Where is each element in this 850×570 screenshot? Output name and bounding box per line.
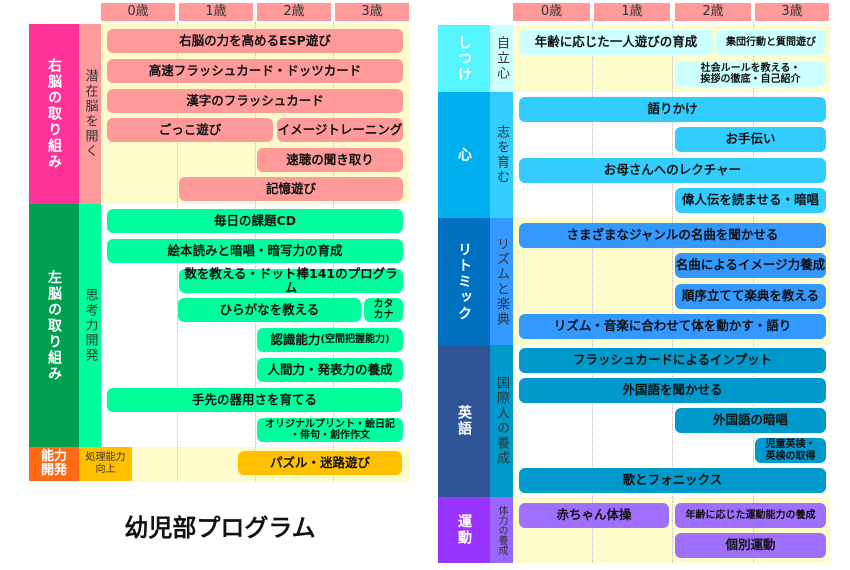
program-bar: リズム・音楽に合わせて体を動かす・語り [519,314,826,339]
program-bar: 人間力・発表力の養成 [257,358,403,382]
program-label: 挨拶の徹底・自己紹介 [700,74,801,85]
age-header-2: 2歳 [675,3,751,21]
program-note: (空間把握能力) [320,334,390,346]
program-label: 認識能力 [270,331,321,347]
program-bar: 認識能力(空間把握能力) [257,328,403,352]
program-label: 英検の取得 [765,450,816,462]
program-bar: お母さんへのレクチャー [519,158,826,183]
category-heart: 心 [438,92,490,218]
program-bar: パズル・迷路遊び [238,451,402,475]
program-label: ・俳句・創作作文 [290,430,370,441]
grid-line [672,22,673,563]
subcategory-left-brain: 思考力開発 [79,204,101,447]
program-bar: ひらがなを教える [178,298,361,322]
program-bar: 手先の器用さを育てる [107,388,402,412]
age-header-3: 3歳 [335,3,409,21]
program-bar: ごっこ遊び [107,118,273,142]
program-bar: 年齢に応じた一人遊びの育成 [519,30,713,55]
program-bar: 順序立てて楽典を教える [675,284,826,309]
subcategory-exercise: 体力の養成 [490,497,513,563]
category-discipline: しつけ [438,25,490,92]
age-header-1: 1歳 [179,3,253,21]
age-header-1: 1歳 [594,3,670,21]
age-header-2: 2歳 [257,3,331,21]
program-bar: 漢字のフラッシュカード [107,89,403,113]
program-bar: 赤ちゃん体操 [519,503,669,528]
program-bar: 年齢に応じた運動能力の養成 [675,503,826,528]
subcategory-heart: 志を育む [490,92,513,218]
program-bar: 速聴の聞き取り [257,148,403,172]
program-bar: 偉人伝を読ませる・暗唱 [675,188,826,213]
subcategory-right-brain: 潜在脳を開く [79,24,101,204]
subcategory-ability: 処理能力向上 [79,447,132,481]
category-rhythmic: リトミック [438,218,490,345]
program-bar: 語りかけ [519,97,826,122]
program-label: 社会ルールを教える・ [700,62,801,74]
program-bar: お手伝い [675,127,826,152]
program-label: 児童英検・ [765,439,816,450]
program-bar: オリジナルプリント・絵日記・俳句・創作作文 [257,418,403,442]
program-bar: 外国語の暗唱 [675,408,826,433]
subcategory-english: 国際人の養成 [490,345,513,497]
program-bar: 社会ルールを教える・挨拶の徹底・自己紹介 [675,61,826,87]
category-ability: 能力開発 [29,447,79,481]
program-bar: 毎日の課題CD [107,209,403,233]
program-bar: イメージトレーニング [277,118,403,142]
category-left-brain: 左脳の取り組み [29,204,79,447]
program-bar: フラッシュカードによるインプット [519,348,826,373]
grid-line [592,22,593,563]
program-bar: カタカナ [364,298,403,322]
program-bar: 児童英検・英検の取得 [755,438,826,463]
program-bar: 右脳の力を高めるESP遊び [107,29,403,53]
program-bar: 高速フラッシュカード・ドッツカード [107,59,403,83]
program-bar: 記憶遊び [179,177,403,201]
subcategory-discipline: 自立心 [490,25,513,92]
program-bar: 絵本読みと暗唱・暗写力の育成 [107,239,403,263]
category-english: 英語 [438,345,490,497]
program-bar: 集団行動と質問遊び [716,30,826,55]
program-bar: さまざまなジャンルの名曲を聞かせる [519,223,826,248]
page-title: 幼児部プログラム [124,514,316,542]
age-header-0: 0歳 [101,3,175,21]
program-bar: 歌とフォニックス [519,468,826,493]
program-bar: 個別運動 [675,533,826,558]
age-header-3: 3歳 [755,3,829,21]
subcategory-rhythmic: リズムと楽典 [490,218,513,345]
category-right-brain: 右脳の取り組み [29,24,79,204]
program-bar: 外国語を聞かせる [519,378,826,403]
category-exercise: 運動 [438,497,490,563]
program-bar: 数を教える・ドット棒141のプログラム [179,266,403,295]
program-bar: 名曲によるイメージ力養成 [675,253,826,278]
age-header-0: 0歳 [513,3,590,21]
program-label: オリジナルプリント・絵日記 [265,418,395,430]
